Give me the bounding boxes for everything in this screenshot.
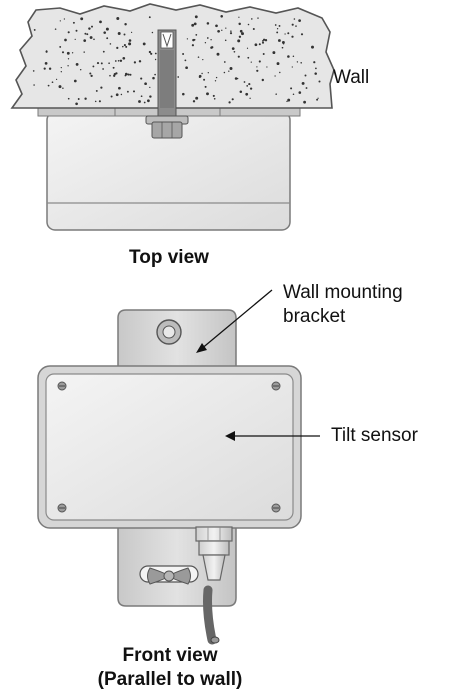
front-view-caption-line1: Front view xyxy=(122,645,218,666)
tilt-sensor-enclosure xyxy=(37,365,302,529)
front-view-caption-line2: (Parallel to wall) xyxy=(97,669,243,690)
bracket-callout-arrow xyxy=(196,289,273,353)
wall-mounting-bracket-label-line1: Wall mounting xyxy=(283,282,403,303)
callout-arrows xyxy=(196,289,320,441)
wall-label: Wall xyxy=(333,67,370,88)
cable-gland xyxy=(195,526,233,645)
mounting-slot-bottom xyxy=(139,565,199,585)
front-view-drawing xyxy=(37,309,302,645)
tilt-sensor-callout-arrow xyxy=(225,431,320,441)
corner-screws xyxy=(57,381,281,513)
top-view-drawing xyxy=(10,3,335,231)
tilt-sensor-label: Tilt sensor xyxy=(331,425,418,446)
wall-mounting-bracket-label-line2: bracket xyxy=(283,306,346,327)
anchor-bolt xyxy=(145,29,189,139)
top-view-caption: Top view xyxy=(129,247,209,268)
